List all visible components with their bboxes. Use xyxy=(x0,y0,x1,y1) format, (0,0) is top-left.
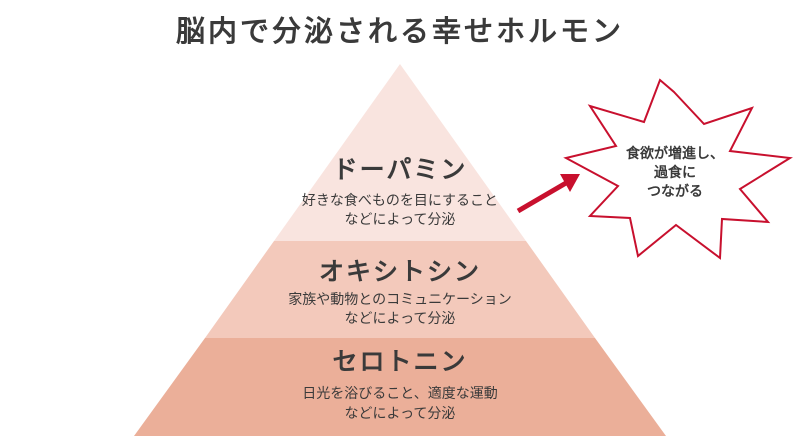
tier-oxytocin-title: オキシトシン xyxy=(319,257,481,286)
tier-serotonin-desc-line2: などによって分泌 xyxy=(345,406,456,422)
callout-line1: 食欲が増進し、 xyxy=(626,145,724,162)
page-title: 脳内で分泌される幸せホルモン xyxy=(175,14,624,48)
tier-oxytocin-desc-line1: 家族や動物とのコミュニケーション xyxy=(288,291,512,308)
tier-dopamine-shape xyxy=(274,64,526,241)
callout-line3: つながる xyxy=(647,183,703,200)
callout-line2: 過食に xyxy=(653,164,696,181)
tier-oxytocin-shape xyxy=(205,241,595,338)
arrow-head-icon xyxy=(560,174,580,192)
tier-serotonin-desc-line1: 日光を浴びること、適度な運動 xyxy=(302,385,497,402)
starburst-callout-shape xyxy=(563,78,793,260)
tier-oxytocin-desc-line2: などによって分泌 xyxy=(345,311,456,327)
tier-serotonin-shape xyxy=(134,338,666,436)
tier-dopamine-desc-line1: 好きな食べものを目にすること xyxy=(302,192,498,209)
tier-dopamine-desc-line2: などによって分泌 xyxy=(345,212,456,228)
tier-dopamine-title: ドーパミン xyxy=(333,155,468,184)
tier-serotonin-title: セロトニン xyxy=(332,347,467,376)
arrow-line xyxy=(516,180,568,214)
